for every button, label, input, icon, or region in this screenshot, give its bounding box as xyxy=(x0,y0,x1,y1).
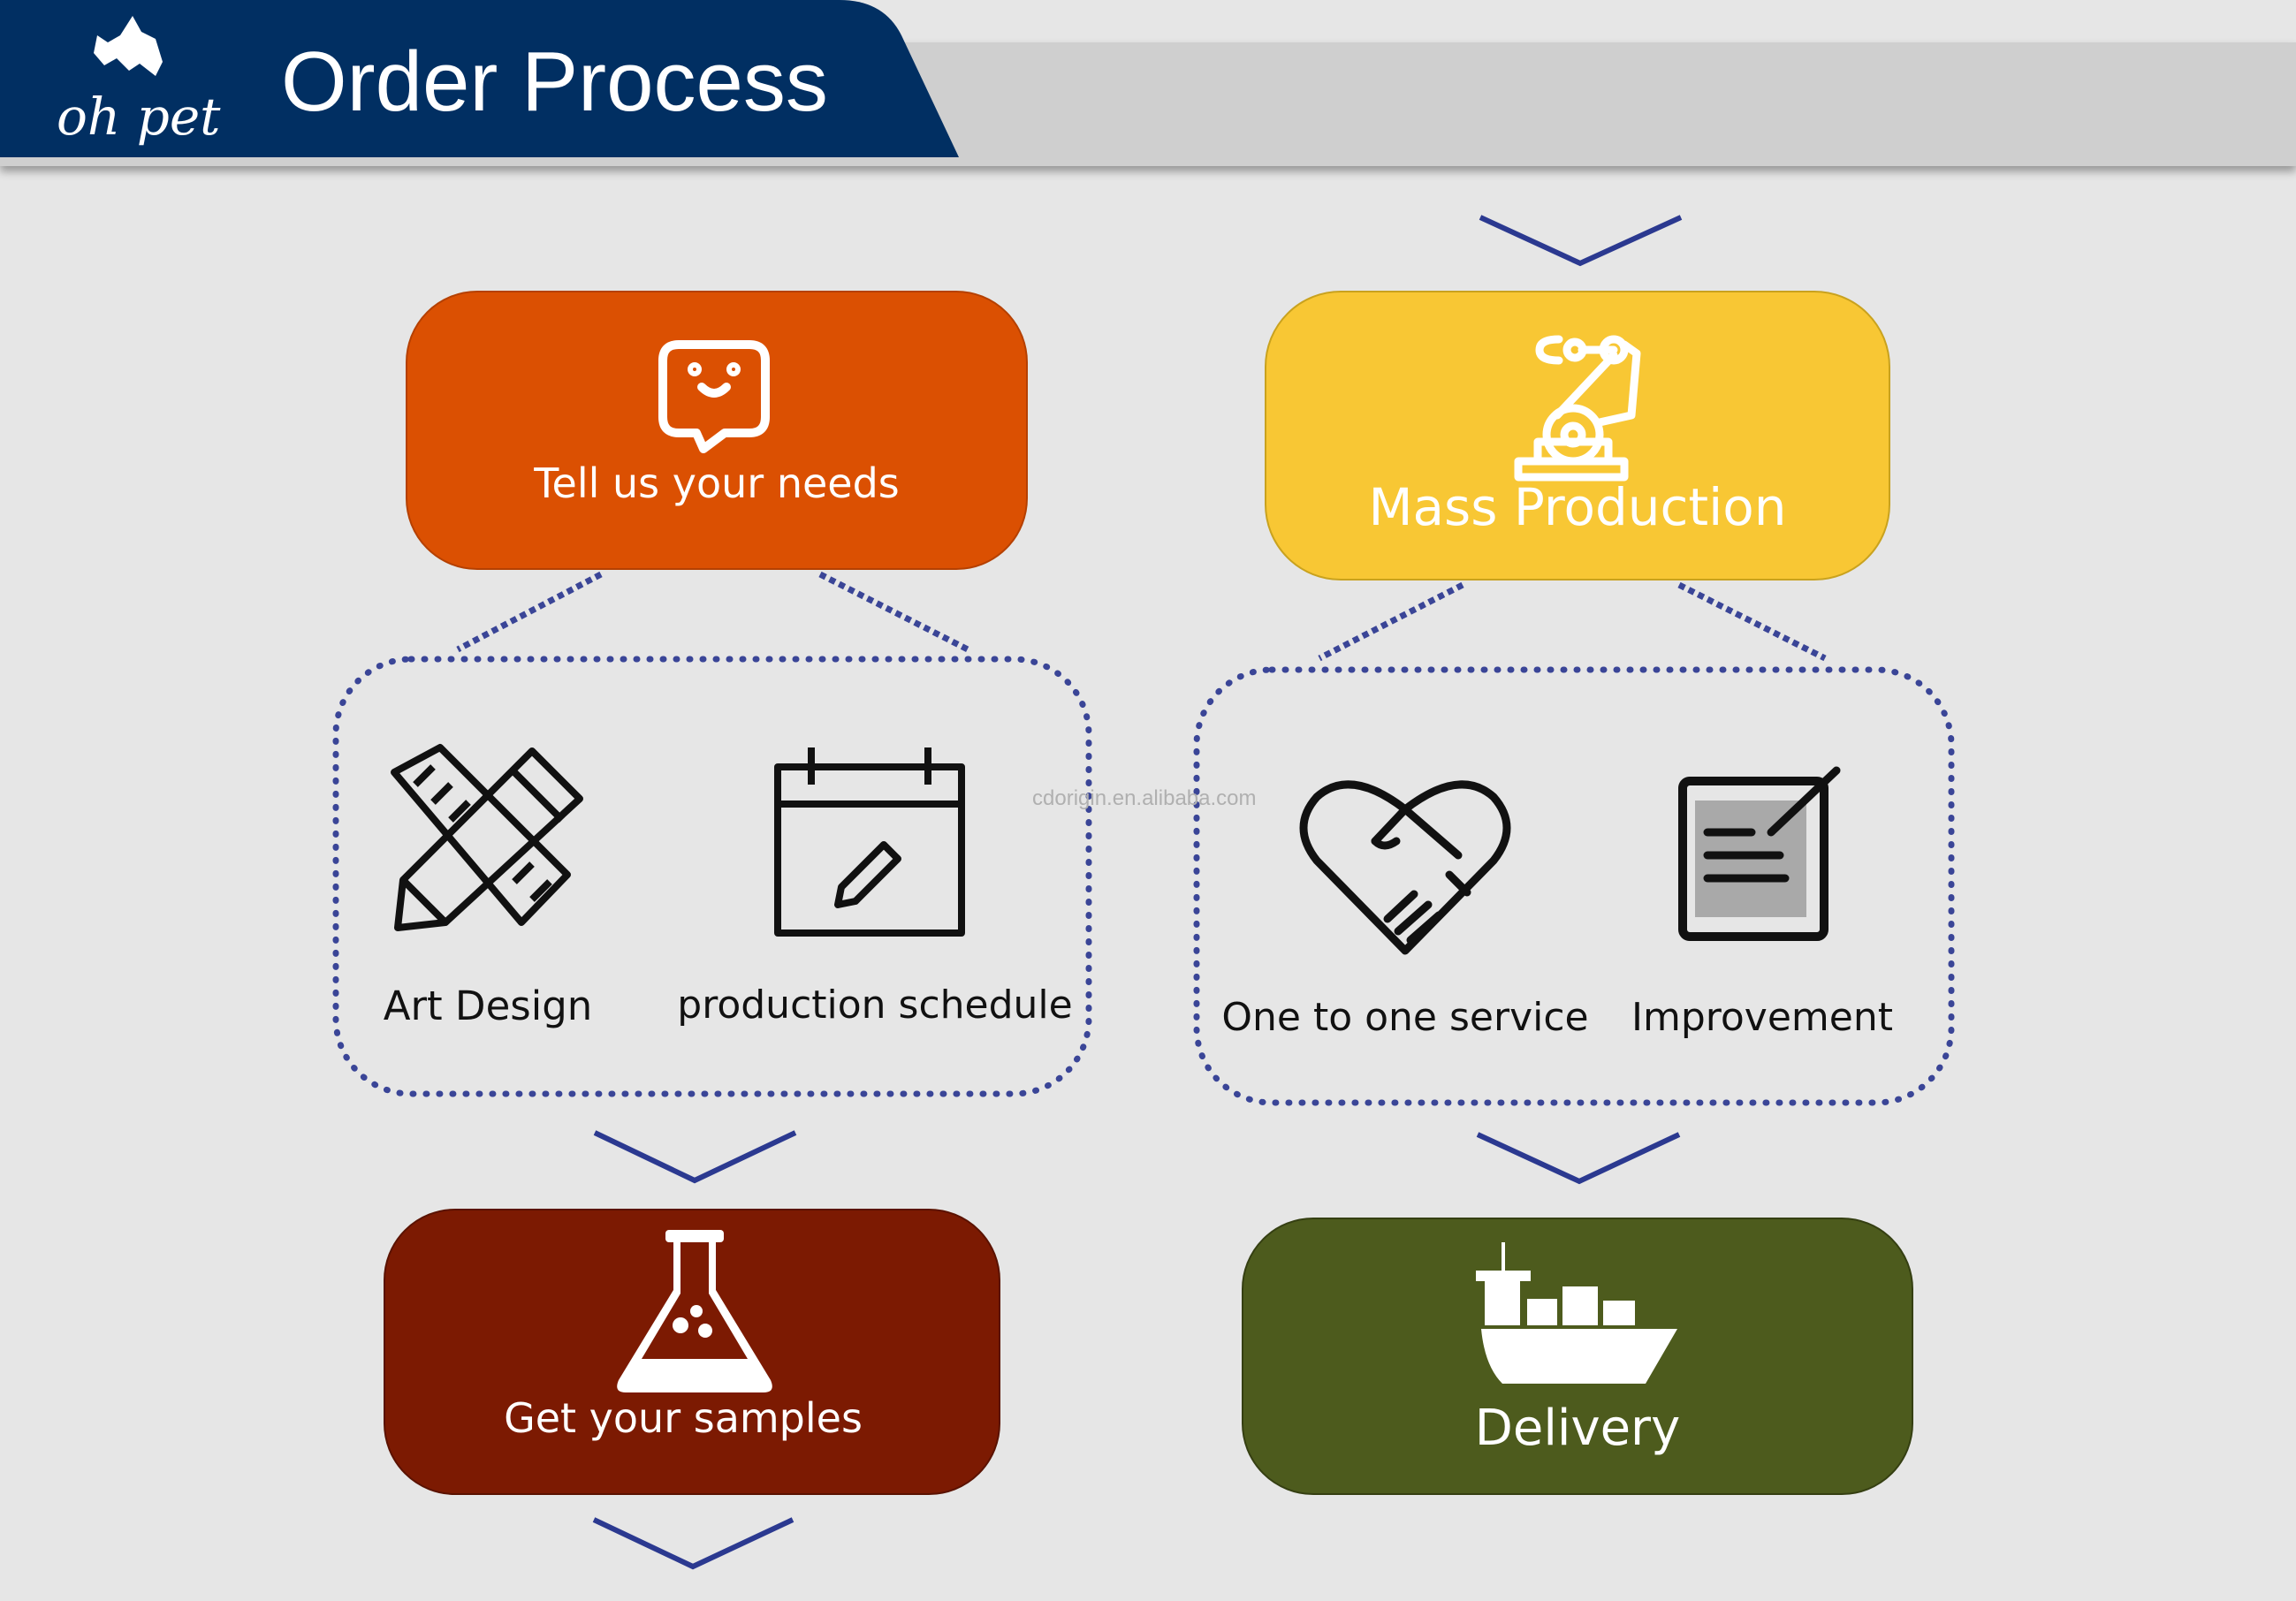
group-outline-right xyxy=(1193,666,1955,1106)
arrow-left-bottom xyxy=(592,1517,794,1570)
step-label-delivery: Delivery xyxy=(1474,1400,1681,1457)
logo-icon xyxy=(94,16,163,76)
step-label-production: Mass Production xyxy=(1368,477,1787,537)
arrow-right-mid xyxy=(1476,1132,1681,1185)
sub-label-improvement: Improvement xyxy=(1631,995,1893,1040)
sub-label-art-design: Art Design xyxy=(383,983,593,1029)
connector-lines xyxy=(456,571,1827,662)
cargo-ship-icon xyxy=(1476,1242,1677,1384)
group-outline-left xyxy=(332,656,1092,1097)
arrow-top-right xyxy=(1479,215,1683,267)
arrow-left-mid xyxy=(593,1130,797,1184)
flask-icon xyxy=(617,1230,772,1392)
chat-smile-icon xyxy=(658,340,770,453)
step-label-needs: Tell us your needs xyxy=(534,459,900,507)
robot-arm-icon xyxy=(1514,335,1641,482)
step-box-production xyxy=(1265,291,1890,580)
heart-handshake-icon xyxy=(1299,780,1511,955)
sub-label-one-to-one-service: One to one service xyxy=(1221,995,1589,1040)
sub-label-production-schedule: production schedule xyxy=(677,983,1073,1028)
document-edit-icon xyxy=(1678,766,1841,941)
header-bar xyxy=(0,0,2296,166)
watermark: cdorigin.en.alibaba.com xyxy=(1032,786,1257,810)
step-label-samples: Get your samples xyxy=(504,1394,863,1442)
calendar-edit-icon xyxy=(774,747,965,937)
logo-text: oh pet xyxy=(57,87,221,147)
page-title: Order Process xyxy=(281,34,828,129)
step-box-needs xyxy=(406,291,1028,570)
pencil-ruler-icon xyxy=(391,744,583,931)
